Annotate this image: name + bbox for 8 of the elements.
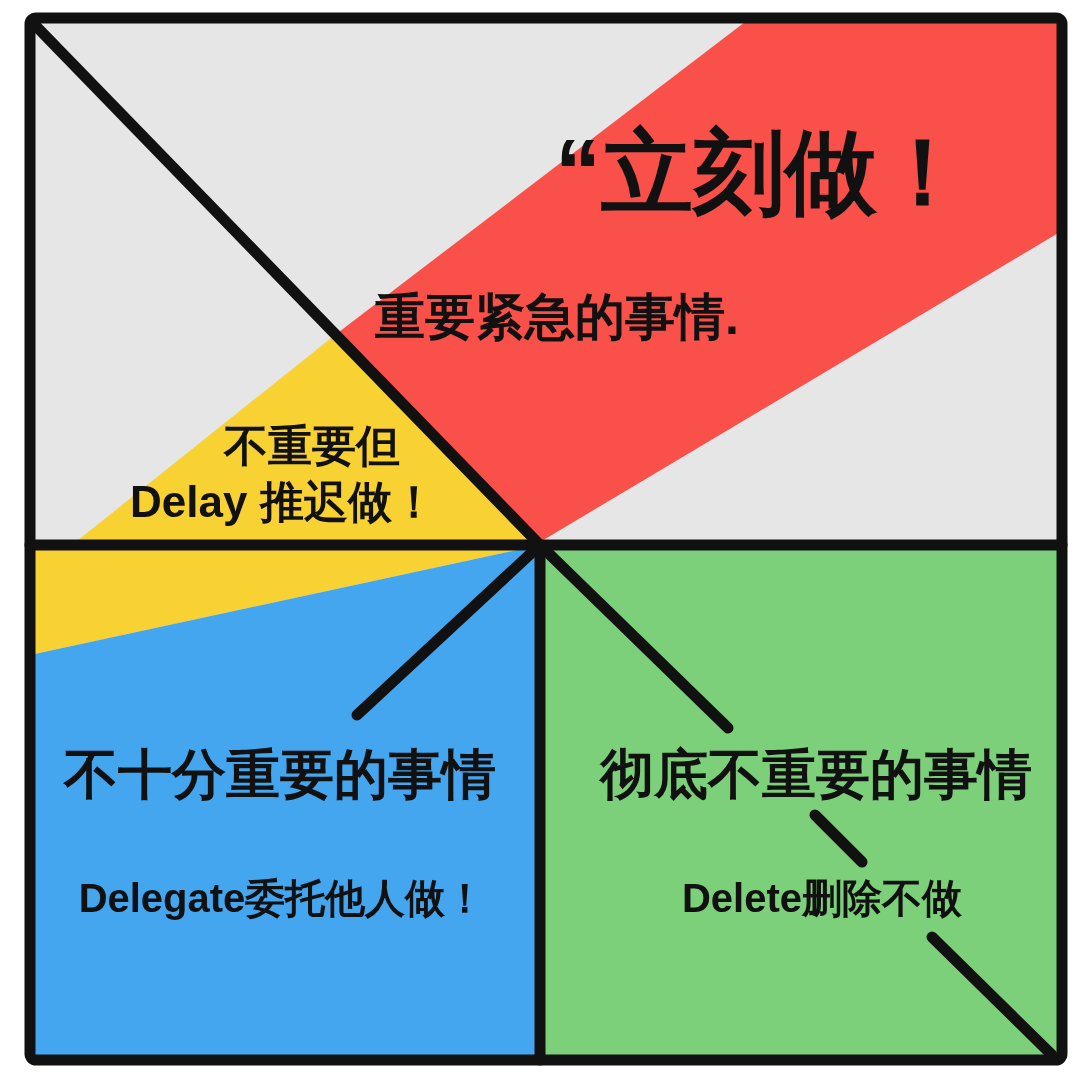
heading: 彻底不重要的事情 <box>600 745 1032 805</box>
heading: 不重要但 <box>224 422 400 471</box>
subheading: Delay 推迟做！ <box>130 478 436 527</box>
heading: 不十分重要的事情 <box>64 745 496 805</box>
subheading: Delete删除不做 <box>681 876 963 920</box>
subheading: Delegate委托他人做！ <box>78 876 486 920</box>
heading: “立刻做！ <box>555 122 969 224</box>
subheading: 重要紧急的事情. <box>375 290 739 345</box>
